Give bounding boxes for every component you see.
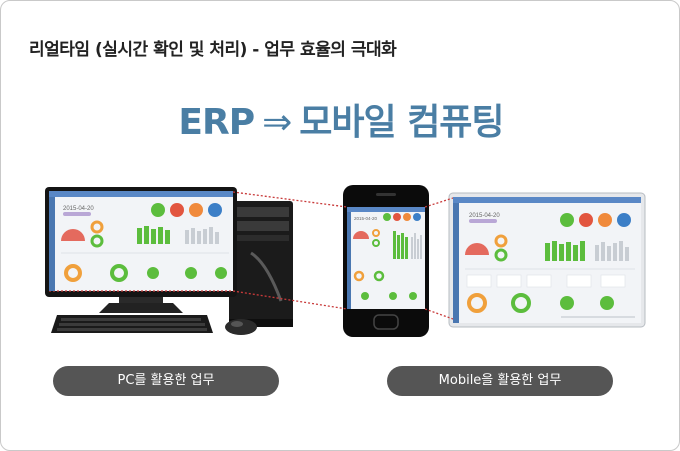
mobile-dashboard-date: 2015-04-20 <box>354 216 378 221</box>
mobile-usage-label: Mobile을 활용한 업무 <box>387 366 613 396</box>
tablet-dashboard-date: 2015-04-20 <box>469 213 500 219</box>
pc-tower-icon <box>229 201 293 327</box>
tablet-dashboard-screen: 2015-04-20 <box>453 197 641 323</box>
page-title: 리얼타임 (실시간 확인 및 처리) - 업무 효율의 극대화 <box>29 40 397 60</box>
headline-mobile-computing: 모바일 컴퓨팅 <box>299 102 504 143</box>
pc-usage-label: PC를 활용한 업무 <box>53 366 279 396</box>
headline-erp: ERP <box>178 102 255 143</box>
headline: ERP⇒모바일 컴퓨팅 <box>1 93 679 145</box>
pc-dashboard-screen: 2015-04-20 <box>49 191 233 291</box>
keyboard-icon <box>51 315 213 333</box>
mouse-icon <box>225 319 257 335</box>
headline-arrow: ⇒ <box>262 102 292 143</box>
pc-dashboard-date: 2015-04-20 <box>63 206 94 212</box>
mobile-dashboard-screen: 2015-04-20 <box>347 207 425 309</box>
